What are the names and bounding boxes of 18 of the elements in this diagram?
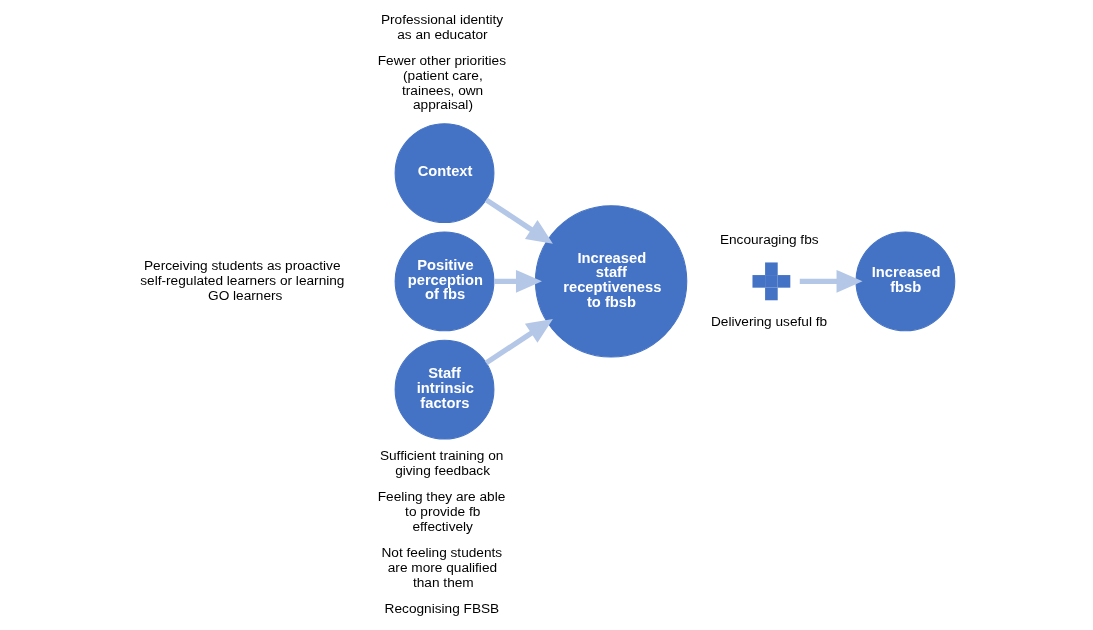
- node-circle: Positive perception of fbs: [394, 231, 494, 332]
- node-label: Encouraging fbs: [719, 231, 819, 247]
- arrow: [799, 270, 863, 293]
- node-label: Sufficient training on giving feedback: [379, 448, 503, 479]
- node-label: Recognising FBSB: [384, 600, 499, 616]
- node-circle: Increased fbsb: [854, 231, 955, 332]
- node-label: Fewer other priorities (patient care, trainees, own appraisal): [377, 53, 506, 113]
- node-circle: Staff intrinsic factors: [394, 339, 494, 440]
- node-label: Perceiving students as proactive self-regulated learners or learning GO learners: [139, 258, 344, 303]
- arrow: [493, 270, 542, 293]
- node-circle: Increased staff receptiveness to fbsb: [534, 205, 687, 358]
- node-label: Not feeling students are more qualified than them: [380, 545, 502, 590]
- arrow: [484, 318, 553, 366]
- node-label: Feeling they are able to provide fb effectively: [377, 489, 505, 534]
- node-label: Professional identity as an educator: [380, 12, 503, 42]
- node-label: Delivering useful fb: [710, 313, 827, 329]
- node-circle: Context: [394, 123, 494, 224]
- arrow: [484, 197, 553, 244]
